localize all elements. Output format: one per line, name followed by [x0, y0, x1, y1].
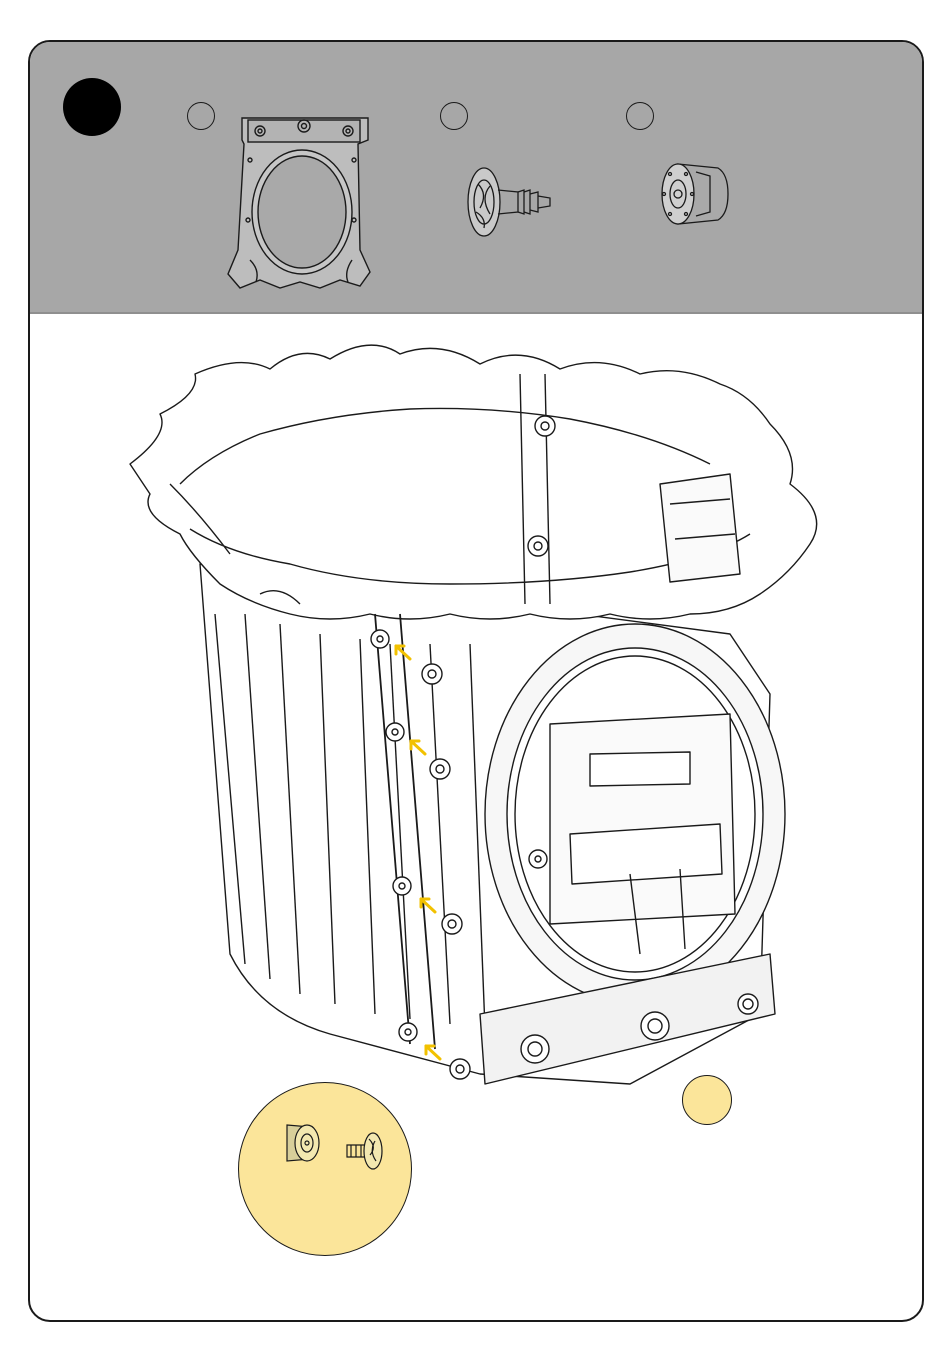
- screw-icon: [462, 162, 562, 242]
- hardware-callout: [238, 1082, 412, 1256]
- nut-icon: [648, 154, 738, 234]
- parts-list-band: [30, 42, 922, 314]
- assembly-drawing: [30, 314, 920, 1114]
- instruction-page: [28, 40, 924, 1322]
- callout-quantity-badge: [682, 1075, 732, 1125]
- part-quantity-circle: [187, 102, 215, 130]
- part-quantity-circle: [440, 102, 468, 130]
- oval-window-panel-icon: [220, 100, 390, 295]
- screw-icon: [347, 1133, 382, 1169]
- part-quantity-circle: [626, 102, 654, 130]
- step-number-badge: [63, 78, 121, 136]
- nut-icon: [287, 1125, 319, 1161]
